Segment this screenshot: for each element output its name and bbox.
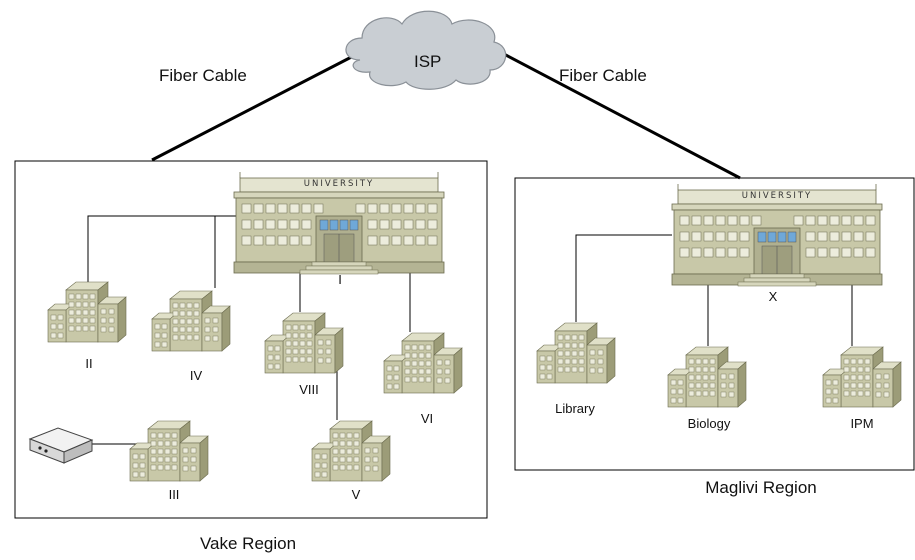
modem-device-icon xyxy=(28,427,94,464)
maglivi-region-label: Maglivi Region xyxy=(705,478,817,497)
vake-links xyxy=(87,215,411,445)
building-label-iii: III xyxy=(168,487,180,502)
fiber-cable-left-label: Fiber Cable xyxy=(159,66,247,85)
vake-university-sign: UNIVERSITY xyxy=(304,179,374,189)
maglivi-region-box xyxy=(514,177,915,471)
building-icon-library xyxy=(536,322,616,384)
fiber-cable-right-line xyxy=(499,50,741,180)
building-icon-ipm xyxy=(822,346,902,408)
building-label-vi: VI xyxy=(420,411,434,426)
building-label-x: X xyxy=(768,289,778,304)
building-icon-iv xyxy=(151,290,231,352)
building-label-iv: IV xyxy=(189,368,203,383)
vake-region-label: Vake Region xyxy=(199,534,297,553)
building-icon-biology xyxy=(667,346,747,408)
building-icon-iii xyxy=(129,420,209,482)
vake-region-box xyxy=(14,160,488,519)
building-label-v: V xyxy=(351,487,361,502)
fiber-cable-left-line xyxy=(151,48,366,162)
building-label-i: I xyxy=(338,272,342,287)
building-label-viii: VIII xyxy=(299,382,319,397)
fiber-cable-right-label: Fiber Cable xyxy=(559,66,647,85)
isp-label: ISP xyxy=(414,52,442,71)
building-icon-vi xyxy=(383,332,463,394)
building-label-biology: Biology xyxy=(687,416,731,431)
building-icon-ii xyxy=(47,281,127,343)
building-label-ii: II xyxy=(85,356,93,371)
building-label-ipm: IPM xyxy=(850,416,874,431)
building-label-library: Library xyxy=(555,401,595,416)
building-icon-viii xyxy=(264,312,344,374)
isp-cloud-icon xyxy=(345,10,507,90)
maglivi-university-sign: UNIVERSITY xyxy=(742,191,812,201)
building-icon-v xyxy=(311,420,391,482)
